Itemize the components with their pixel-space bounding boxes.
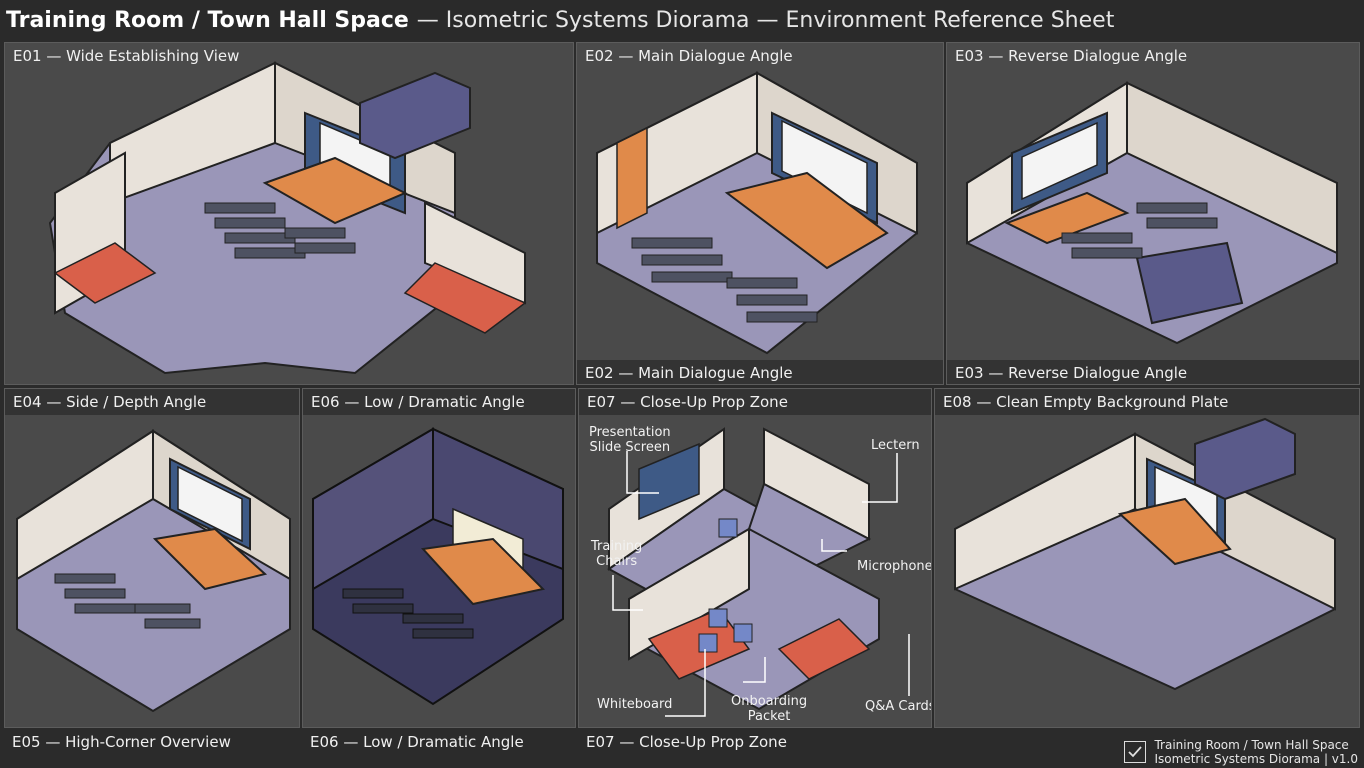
footer-line-2: Isometric Systems Diorama | v1.0 — [1154, 752, 1358, 766]
e01-diorama-illustration — [48, 61, 527, 375]
panel-e07-label: E07 — Close-Up Prop Zone — [579, 389, 931, 415]
panel-e03[interactable]: E03 — Reverse Dialogue Angle E03 — Rever… — [946, 42, 1360, 385]
callout-presentation-slide-screen: Presentation Slide Screen — [589, 425, 671, 455]
sheet-title-subtitle: — Isometric Systems Diorama — Environmen… — [416, 7, 1115, 33]
panel-e08-label: E08 — Clean Empty Background Plate — [935, 389, 1359, 415]
panel-e04[interactable]: E04 — Side / Depth Angle — [4, 388, 300, 728]
callout-lectern: Lectern — [871, 438, 920, 453]
panel-e04-label: E04 — Side / Depth Angle — [5, 389, 299, 415]
callout-training-chairs: Training Chairs — [591, 539, 643, 569]
sheet-title-main: Training Room / Town Hall Space — [6, 7, 409, 33]
e03-diorama-illustration — [966, 81, 1338, 345]
e07-diorama-illustration — [607, 427, 910, 717]
panel-e08[interactable]: E08 — Clean Empty Background Plate — [934, 388, 1360, 728]
panel-e01-label: E01 — Wide Establishing View — [13, 47, 240, 65]
callout-whiteboard: Whiteboard — [597, 697, 673, 712]
sheet-title: Training Room / Town Hall Space — Isomet… — [0, 0, 1364, 40]
footer-line-1: Training Room / Town Hall Space — [1154, 738, 1349, 752]
caption-e05: E05 — High-Corner Overview — [12, 733, 231, 751]
panel-e02-bottom-caption: E02 — Main Dialogue Angle — [577, 360, 943, 384]
e08-diorama-illustration — [954, 417, 1336, 691]
e04-diorama-illustration — [16, 429, 291, 713]
checkmark-icon — [1124, 741, 1147, 763]
callout-qa-cards: Q&A Cards — [865, 699, 932, 714]
callout-onboarding-packet: Onboarding Packet — [731, 694, 808, 724]
version-text: Training Room / Town Hall Space Isometri… — [1154, 738, 1358, 766]
panel-e06-label: E06 — Low / Dramatic Angle — [303, 389, 575, 415]
caption-e07: E07 — Close-Up Prop Zone — [586, 733, 787, 751]
e02-diorama-illustration — [596, 71, 918, 355]
panel-e03-bottom-caption: E03 — Reverse Dialogue Angle — [947, 360, 1359, 384]
panel-e06[interactable]: E06 — Low / Dramatic Angle — [302, 388, 576, 728]
panel-e07[interactable]: E07 — Close-Up Prop Zone Presentation Sl… — [578, 388, 932, 728]
e06-diorama-illustration — [312, 427, 564, 706]
panel-e02[interactable]: E02 — Main Dialogue Angle E02 — Main Dia… — [576, 42, 944, 385]
version-badge: Training Room / Town Hall Space Isometri… — [1124, 738, 1358, 766]
callout-microphone: Microphone — [857, 559, 932, 574]
caption-e06: E06 — Low / Dramatic Angle — [310, 733, 524, 751]
panel-e03-label: E03 — Reverse Dialogue Angle — [955, 47, 1188, 65]
panel-e01[interactable]: E01 — Wide Establishing View — [4, 42, 574, 385]
panel-e02-label: E02 — Main Dialogue Angle — [585, 47, 793, 65]
